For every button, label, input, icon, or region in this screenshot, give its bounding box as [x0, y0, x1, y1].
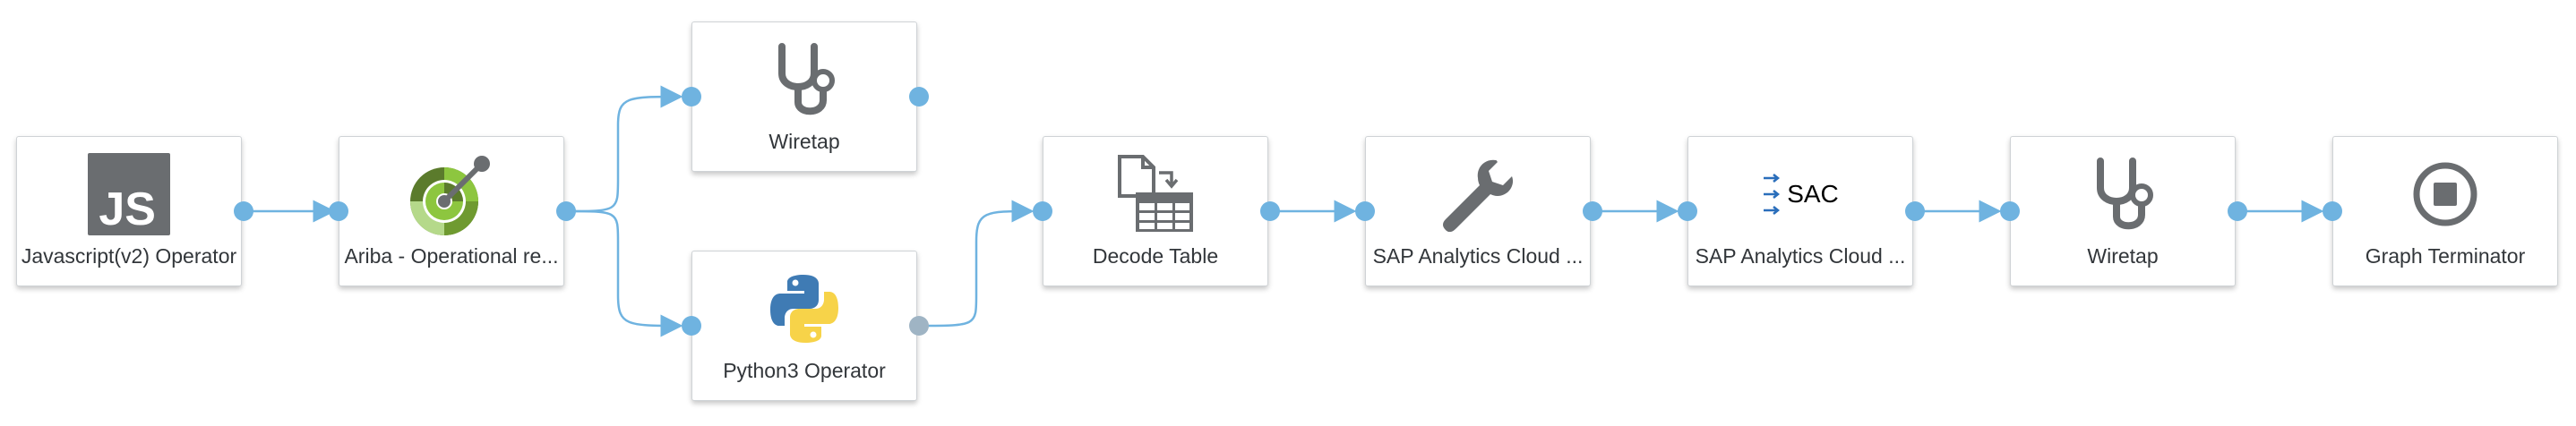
stethoscope-icon	[2011, 151, 2235, 237]
sac-arrows-icon	[1764, 174, 1781, 215]
js-icon-text: JS	[99, 183, 156, 235]
stop-icon	[2333, 151, 2557, 237]
sac-icon: SAC	[1688, 151, 1912, 237]
python-icon	[692, 266, 916, 352]
js-icon: JS	[17, 151, 241, 237]
output-port-decode-table[interactable]	[1260, 201, 1280, 221]
node-javascript-operator[interactable]: JS Javascript(v2) Operator	[16, 136, 242, 286]
node-label: Graph Terminator	[2365, 244, 2526, 268]
input-port-sac-2[interactable]	[1678, 201, 1697, 221]
node-label: Javascript(v2) Operator	[21, 244, 237, 268]
decode-table-icon	[1043, 151, 1267, 237]
input-port-decode-table[interactable]	[1033, 201, 1052, 221]
node-label: Wiretap	[769, 130, 840, 153]
sac-icon-text: SAC	[1787, 180, 1839, 208]
node-decode-table[interactable]: Decode Table	[1043, 136, 1268, 286]
stethoscope-icon	[692, 37, 916, 123]
node-ariba-operational-reporting[interactable]: Ariba - Operational re...	[339, 136, 564, 286]
input-port-ariba[interactable]	[329, 201, 348, 221]
output-port-wiretap-top[interactable]	[909, 87, 929, 106]
output-port-python[interactable]	[909, 316, 929, 336]
input-port-python[interactable]	[682, 316, 701, 336]
edge-ariba-to-wiretap1[interactable]	[565, 85, 683, 213]
node-label: SAP Analytics Cloud ...	[1695, 244, 1906, 268]
output-port-wiretap-2[interactable]	[2228, 201, 2247, 221]
node-sap-analytics-cloud-1[interactable]: SAP Analytics Cloud ...	[1365, 136, 1591, 286]
node-wiretap-2[interactable]: Wiretap	[2010, 136, 2236, 286]
node-label: Decode Table	[1092, 244, 1219, 268]
wrench-icon	[1366, 151, 1590, 237]
output-port-ariba[interactable]	[556, 201, 576, 221]
edge-ariba-to-python[interactable]	[565, 209, 683, 337]
node-python3-operator[interactable]: Python3 Operator	[691, 251, 917, 401]
output-port-javascript[interactable]	[234, 201, 253, 221]
output-port-sac-1[interactable]	[1583, 201, 1602, 221]
input-port-sac-1[interactable]	[1355, 201, 1375, 221]
node-label: Python3 Operator	[723, 359, 886, 382]
node-wiretap-top[interactable]: Wiretap	[691, 21, 917, 172]
node-label: Wiretap	[2087, 244, 2159, 268]
input-port-wiretap-top[interactable]	[682, 87, 701, 106]
node-label: SAP Analytics Cloud ...	[1372, 244, 1584, 268]
input-port-graph-terminator[interactable]	[2323, 201, 2342, 221]
node-sap-analytics-cloud-2[interactable]: SAC SAP Analytics Cloud ...	[1687, 136, 1913, 286]
node-graph-terminator[interactable]: Graph Terminator	[2332, 136, 2558, 286]
input-port-wiretap-2[interactable]	[2000, 201, 2020, 221]
output-port-sac-2[interactable]	[1905, 201, 1925, 221]
ariba-radar-icon	[339, 151, 563, 237]
edge-python-to-decode[interactable]	[918, 200, 1035, 328]
node-label: Ariba - Operational re...	[344, 244, 559, 268]
